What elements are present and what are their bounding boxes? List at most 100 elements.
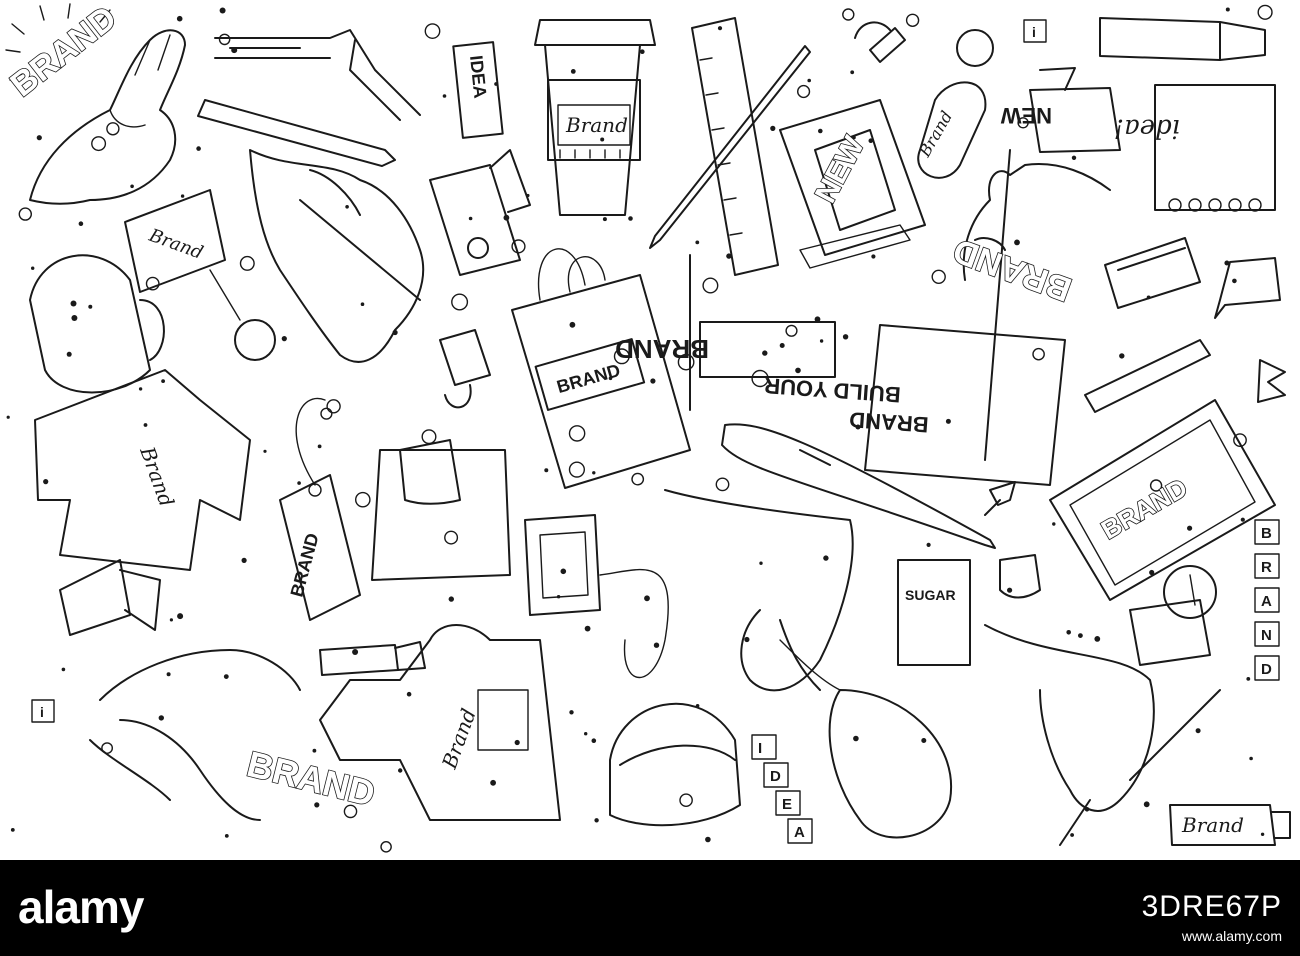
brand-box-4 (1255, 656, 1279, 680)
ballpoint-pen (722, 424, 995, 548)
scatter-dot (147, 277, 159, 289)
scatter-dot (1143, 801, 1150, 808)
scatter-dot (926, 542, 931, 548)
brand-box-1 (1255, 554, 1279, 578)
scatter-dot (628, 216, 633, 221)
scatter-dot (78, 221, 84, 226)
scatter-dot (352, 649, 359, 655)
scatter-dot (425, 24, 439, 38)
scatter-dot (321, 408, 332, 419)
scatter-dot (653, 642, 660, 648)
idea-box-2 (776, 791, 800, 815)
scatter-dot (71, 315, 78, 321)
scatter-dot (317, 444, 322, 449)
watermark-logo: alamy (18, 881, 144, 933)
scatter-dot (584, 732, 588, 736)
scatter-dot (855, 424, 861, 430)
scatter-dot (850, 70, 855, 75)
scatter-dot (1249, 756, 1253, 761)
scatter-dots (6, 5, 1272, 852)
hand-with-pen (985, 625, 1220, 845)
brand-letter-2: A (1261, 593, 1272, 610)
mini-info-box-bottom: i (32, 700, 54, 722)
scatter-dot (177, 613, 184, 620)
sugar-packet-text: SUGAR (905, 587, 956, 603)
scatter-dot (1071, 155, 1077, 160)
gift-tag: BRAND (280, 398, 360, 620)
brand-keytag: Brand (125, 190, 275, 360)
scatter-dot (61, 667, 66, 672)
usb-stick (430, 150, 530, 275)
scatter-dot (594, 818, 599, 823)
scatter-dot (1195, 728, 1201, 734)
eraser (1105, 238, 1200, 308)
scatter-dot (196, 146, 201, 151)
scatter-dot (592, 471, 596, 475)
image-id: 3DRE67P (1141, 890, 1282, 923)
scatter-dot (1094, 636, 1101, 642)
scatter-dot (448, 596, 454, 602)
scatter-dot (223, 674, 229, 679)
scatter-dot (798, 86, 810, 98)
scatter-dot (591, 738, 597, 743)
scatter-dot (314, 802, 320, 808)
scatter-dot (445, 531, 458, 544)
footer-bar: alamy 3DRE67P www.alamy.com (0, 860, 1300, 956)
usb-bottom-right: Brand (1170, 805, 1290, 845)
scatter-dot (705, 836, 711, 843)
brand-burst-text: BRAND (4, 0, 124, 104)
scatter-dot (406, 691, 412, 697)
brand-box-3 (1255, 622, 1279, 646)
scatter-dot (176, 15, 183, 22)
site-url[interactable]: www.alamy.com (1181, 928, 1282, 944)
scatter-dot (921, 738, 927, 743)
brand-flag: BRAND (615, 255, 835, 410)
smartphone: BRAND (1050, 400, 1275, 600)
scatter-dot (807, 78, 811, 83)
scatter-dot (843, 9, 854, 20)
brand-box-2 (1255, 588, 1279, 612)
mini-info-box-top: i (1024, 20, 1046, 42)
hand-with-balloon (665, 490, 853, 690)
brand-letter-1: R (1261, 559, 1272, 576)
brand-letter-3: N (1261, 627, 1272, 644)
ruler (692, 18, 778, 275)
scatter-dot (608, 376, 613, 381)
scatter-dot (762, 350, 768, 356)
hand-holding-stick (964, 150, 1110, 460)
idea-tag: IDEA (453, 42, 502, 138)
scatter-dot (1151, 480, 1162, 491)
document-folder (372, 440, 510, 580)
scatter-dot (220, 34, 230, 44)
idea-tag-text: IDEA (466, 54, 490, 99)
scatter-dot (1018, 118, 1028, 128)
scatter-dot (345, 205, 349, 209)
brand-stamp-right: BRAND (948, 231, 1076, 309)
scatter-dot (360, 302, 365, 307)
scatter-dot (138, 387, 143, 391)
new-sign-text: NEW (809, 130, 871, 208)
scatter-dot (570, 69, 576, 74)
sugar-stick (1085, 340, 1210, 412)
scatter-dot (1052, 522, 1056, 526)
new-speech-bubble: NEW (1000, 68, 1120, 152)
scatter-dot (1149, 569, 1155, 576)
scatter-dot (169, 618, 173, 622)
scatter-dot (36, 135, 42, 141)
keychain-text: Brand (915, 108, 957, 161)
scatter-dot (640, 49, 645, 54)
scatter-dot (759, 561, 763, 565)
scatter-dot (31, 266, 35, 270)
idea-letter-0: I (758, 740, 762, 757)
scatter-dot (1240, 517, 1245, 522)
scatter-dot (779, 343, 785, 348)
idea-notebook: idea! (1114, 85, 1275, 211)
scatter-dot (615, 349, 630, 364)
brand-letters-column: BRAND (1255, 520, 1279, 680)
scatter-dot (1260, 832, 1265, 836)
gauge-coin (1164, 566, 1216, 618)
scatter-dot (569, 321, 576, 328)
card-box (1130, 600, 1210, 665)
coffee-cup: Brand (535, 20, 655, 215)
scatter-dot (584, 625, 591, 632)
